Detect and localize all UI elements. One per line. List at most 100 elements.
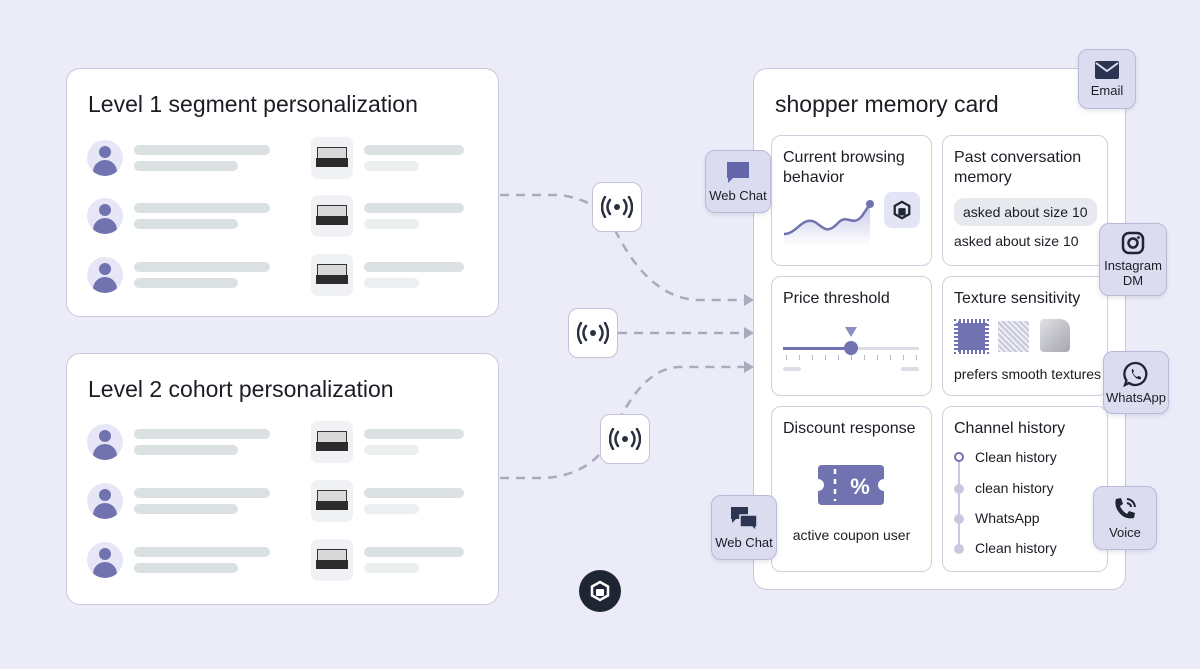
placeholder-bar	[364, 429, 464, 439]
discount-note: active coupon user	[792, 527, 911, 543]
placeholder-bar	[134, 429, 270, 439]
timeline-dot	[954, 544, 964, 554]
level2-title: Level 2 cohort personalization	[88, 376, 394, 402]
placeholder-bar	[364, 219, 419, 229]
tile-discount: Discount response % active coupon user	[771, 406, 932, 572]
envelope-icon	[1095, 61, 1119, 79]
channel-web-chat-bottom[interactable]: Web Chat	[711, 495, 777, 560]
timeline-dot-active	[954, 452, 964, 462]
avatar	[87, 483, 123, 519]
logo-icon	[893, 200, 911, 220]
chat-bubble: asked about size 10	[954, 198, 1097, 226]
channel-instagram[interactable]: Instagram DM	[1099, 223, 1167, 296]
slider-tick	[851, 355, 852, 360]
placeholder-bar	[364, 145, 464, 155]
channel-label: Instagram DM	[1104, 258, 1162, 288]
tile-title: Past conversation memory	[954, 149, 1082, 186]
avatar	[87, 140, 123, 176]
price-slider-fill	[783, 347, 851, 350]
chat-bubble-icon	[727, 161, 749, 183]
slider-tick	[877, 355, 878, 360]
tile-channel-history: Channel history Clean history clean hist…	[942, 406, 1108, 572]
level1-panel: Level 1 segment personalization	[66, 68, 499, 317]
arrow-head	[744, 327, 754, 339]
min-label-bar	[783, 367, 801, 371]
channel-label: WhatsApp	[1106, 389, 1166, 405]
tile-texture: Texture sensitivity prefers smooth textu…	[942, 276, 1108, 396]
tile-title: Discount response	[783, 420, 916, 437]
placeholder-bar	[134, 145, 270, 155]
tile-title: Current browsing behavior	[783, 149, 905, 186]
placeholder-bar	[364, 488, 464, 498]
placeholder-bar	[134, 219, 238, 229]
phone-icon	[1115, 498, 1136, 519]
slider-tick	[864, 355, 865, 360]
broadcast-button[interactable]	[600, 414, 650, 464]
connector-level2	[500, 365, 745, 480]
tile-title: Texture sensitivity	[954, 290, 1081, 307]
slider-tick	[799, 355, 800, 360]
tile-title: Price threshold	[783, 290, 890, 307]
placeholder-bar	[134, 203, 270, 213]
price-slider-handle[interactable]	[844, 341, 858, 355]
connector-level1	[500, 193, 745, 302]
broadcast-icon	[577, 322, 609, 344]
channel-whatsapp[interactable]: WhatsApp	[1103, 351, 1169, 414]
product-thumbnail	[311, 421, 353, 463]
broadcast-button[interactable]	[568, 308, 618, 358]
history-item: WhatsApp	[975, 510, 1040, 526]
placeholder-bar	[364, 504, 419, 514]
tile-conversation: Past conversation memory asked about siz…	[942, 135, 1108, 266]
broadcast-button[interactable]	[592, 182, 642, 232]
arrow-head	[744, 294, 754, 306]
timeline-line	[958, 459, 960, 551]
tile-title: Channel history	[954, 420, 1066, 437]
timeline-dot	[954, 484, 964, 494]
avatar	[87, 424, 123, 460]
slider-tick	[825, 355, 826, 360]
broadcast-icon	[609, 428, 641, 450]
placeholder-bar	[134, 563, 238, 573]
placeholder-bar	[364, 445, 419, 455]
placeholder-bar	[134, 278, 238, 288]
placeholder-bar	[364, 203, 464, 213]
avatar	[87, 198, 123, 234]
slider-tick	[916, 355, 917, 360]
knit-swatch-icon	[998, 321, 1029, 352]
slider-tick	[890, 355, 891, 360]
placeholder-bar	[134, 262, 270, 272]
history-item: clean history	[975, 480, 1054, 496]
product-thumbnail	[311, 137, 353, 179]
instagram-icon	[1121, 231, 1145, 255]
level2-panel: Level 2 cohort personalization	[66, 353, 499, 605]
chat-bubbles-icon	[731, 506, 758, 532]
memory-card-title: shopper memory card	[775, 91, 999, 117]
channel-label: Web Chat	[709, 187, 767, 203]
smooth-fabric-icon	[1040, 319, 1070, 352]
channel-label: Voice	[1109, 525, 1141, 540]
channel-label: Web Chat	[715, 534, 773, 550]
channel-label: Email	[1090, 83, 1124, 98]
product-thumbnail	[311, 195, 353, 237]
history-item: Clean history	[975, 540, 1057, 556]
broadcast-icon	[601, 196, 633, 218]
coupon-icon: %	[818, 465, 884, 505]
arrow-head	[744, 361, 754, 373]
placeholder-bar	[364, 262, 464, 272]
channel-email[interactable]: Email	[1078, 49, 1136, 109]
fabric-swatch-icon	[954, 319, 989, 354]
slider-tick	[786, 355, 787, 360]
slider-tick	[812, 355, 813, 360]
placeholder-bar	[134, 445, 238, 455]
avatar	[87, 542, 123, 578]
browsing-trend-icon	[783, 200, 874, 246]
placeholder-bar	[364, 563, 419, 573]
channel-web-chat-top[interactable]: Web Chat	[705, 150, 771, 213]
placeholder-bar	[364, 278, 419, 288]
conversation-note: asked about size 10	[954, 233, 1079, 249]
placeholder-bar	[134, 504, 238, 514]
texture-note: prefers smooth textures	[954, 366, 1102, 382]
slider-tick	[838, 355, 839, 360]
channel-voice[interactable]: Voice	[1093, 486, 1157, 550]
